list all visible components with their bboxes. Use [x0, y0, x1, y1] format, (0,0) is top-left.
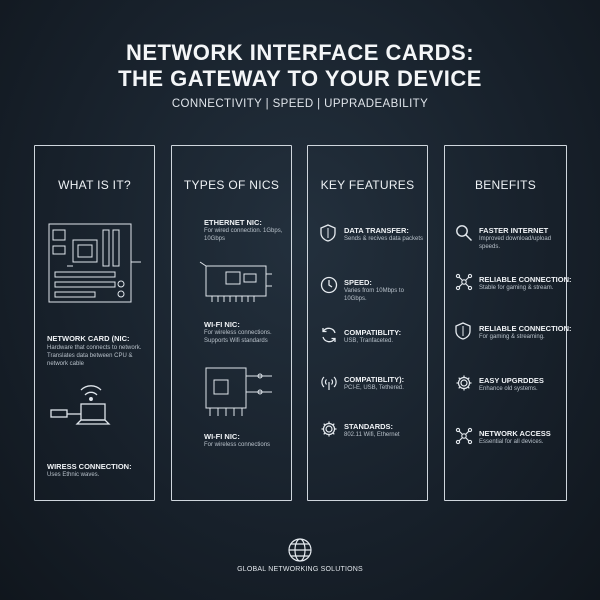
title-line-1: NETWORK INTERFACE CARDS:: [125, 40, 475, 65]
wireless-signal-icon: [320, 373, 338, 391]
shield-icon: [320, 224, 336, 242]
column-what-is-it: WHAT IS IT? NETWORK CARD (NIC: Hardware …: [34, 145, 155, 501]
item-title: COMPATIBLITY):: [344, 375, 405, 384]
ethernet-card-icon: [198, 260, 274, 306]
laptop-wifi-icon: [49, 378, 121, 434]
item-desc: PCI-E, USB, Tethered.: [344, 385, 404, 391]
item-title: NETWORK CARD (NIC:: [47, 334, 130, 343]
gear-icon: [320, 420, 338, 438]
item-desc: Essential for all devices.: [479, 439, 544, 445]
tagline: CONNECTIVITY | SPEED | UPPRADEABILITY: [171, 98, 429, 110]
wifi-card-icon: [200, 362, 276, 422]
item-desc: Sends & recives data packets: [344, 236, 424, 242]
clock-icon: [320, 276, 338, 294]
item-desc: Stable for gaming & stream.: [479, 285, 554, 291]
item-title: ETHERNET NIC:: [204, 218, 262, 227]
item-desc: For wireless connections. Supports Wifi …: [204, 330, 272, 344]
item-title: COMPATIBLITY:: [344, 328, 402, 337]
item-desc: Hardware that connects to network. Trans…: [47, 345, 142, 367]
column-heading: WHAT IS IT?: [58, 178, 131, 192]
footer-brand: GLOBAL NETWORKING SOLUTIONS: [237, 566, 363, 573]
item-desc: Improved download/upload speeds.: [479, 236, 552, 250]
item-title: FASTER INTERNET: [479, 226, 549, 235]
item-title: STANDARDS:: [344, 422, 394, 431]
item-desc: Enhance old systems.: [479, 386, 538, 392]
item-title: WIRESS CONNECTION:: [47, 462, 132, 471]
shield-icon: [455, 322, 471, 340]
item-title: NETWORK ACCESS: [479, 429, 551, 438]
network-nodes-icon: [455, 273, 473, 291]
motherboard-icon: [47, 222, 143, 304]
item-desc: For gaming & streaming.: [479, 334, 545, 340]
item-desc: USB, Tranfaceted.: [344, 338, 394, 344]
title-line-2: THE GATEWAY TO YOUR DEVICE: [118, 66, 482, 91]
gear-icon: [455, 374, 473, 392]
column-heading: TYPES OF NICS: [183, 178, 280, 192]
item-desc: Uses Ethnic waves.: [47, 472, 100, 478]
item-title: EASY UPGRDDES: [479, 376, 544, 385]
column-benefits: BENEFITS FASTER INTERNET Improved downlo…: [444, 145, 572, 501]
item-desc: For wireless connections: [204, 442, 271, 448]
network-nodes-icon: [455, 427, 473, 445]
refresh-icon: [320, 326, 338, 344]
item-desc: For wired connection. 1Gbps, 10Gbps: [204, 228, 283, 242]
column-types-of-nics: TYPES OF NICS ETHERNET NIC: For wired co…: [171, 145, 292, 501]
column-heading: BENEFITS: [474, 178, 537, 192]
item-desc: Varies from 10Mbps to 10Gbps.: [344, 288, 404, 302]
item-title: WI-FI NIC:: [204, 432, 240, 441]
item-title: RELIABLE CONNECTION:: [479, 275, 572, 284]
search-icon: [455, 224, 473, 242]
item-title: WI-FI NIC:: [204, 320, 240, 329]
item-title: DATA TRANSFER:: [344, 226, 409, 235]
column-key-features: KEY FEATURES DATA TRANSFER: Sends & reci…: [307, 145, 428, 501]
column-heading: KEY FEATURES: [320, 178, 415, 192]
globe-icon: [286, 536, 314, 564]
item-desc: 802.11 Wifi, Ethernet: [344, 432, 400, 438]
item-title: SPEED:: [344, 278, 372, 287]
item-title: RELIABLE CONNECTION:: [479, 324, 572, 333]
